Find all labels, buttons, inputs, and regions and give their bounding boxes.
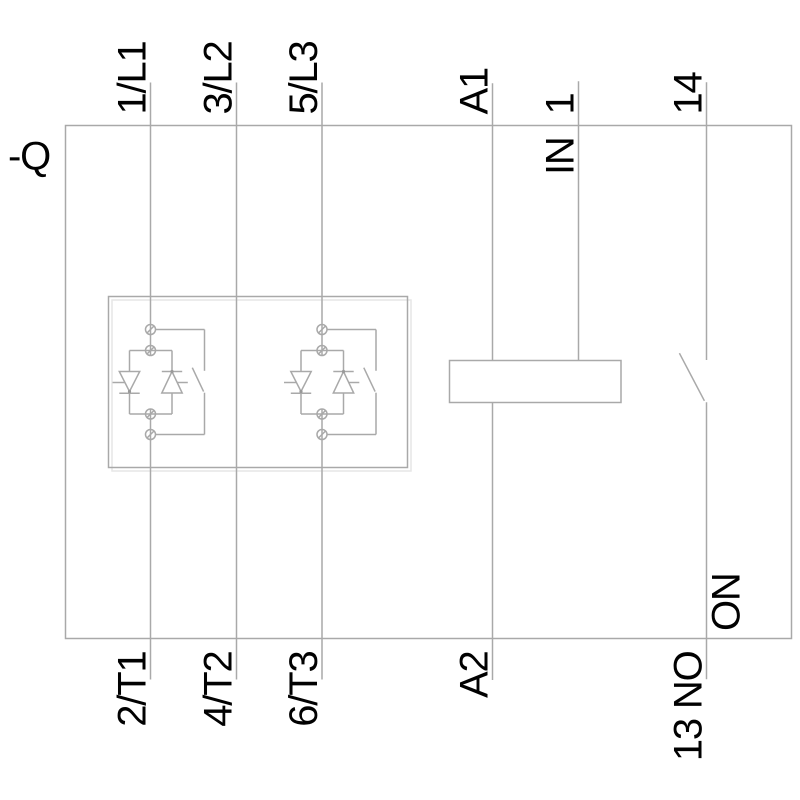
svg-text:IN: IN — [539, 137, 583, 175]
svg-text:A2: A2 — [453, 652, 497, 699]
svg-text:-Q: -Q — [8, 135, 50, 179]
svg-text:A1: A1 — [453, 68, 497, 115]
svg-text:2/T1: 2/T1 — [111, 652, 155, 727]
svg-text:1/L1: 1/L1 — [111, 41, 155, 114]
svg-text:4/T2: 4/T2 — [196, 652, 240, 727]
svg-text:3/L2: 3/L2 — [197, 41, 241, 114]
svg-text:14: 14 — [667, 71, 711, 114]
svg-text:6/T3: 6/T3 — [282, 652, 326, 727]
svg-text:5/L3: 5/L3 — [282, 41, 326, 114]
svg-text:13 NO: 13 NO — [667, 651, 711, 761]
svg-text:1: 1 — [539, 93, 583, 114]
svg-text:ON: ON — [705, 573, 749, 631]
